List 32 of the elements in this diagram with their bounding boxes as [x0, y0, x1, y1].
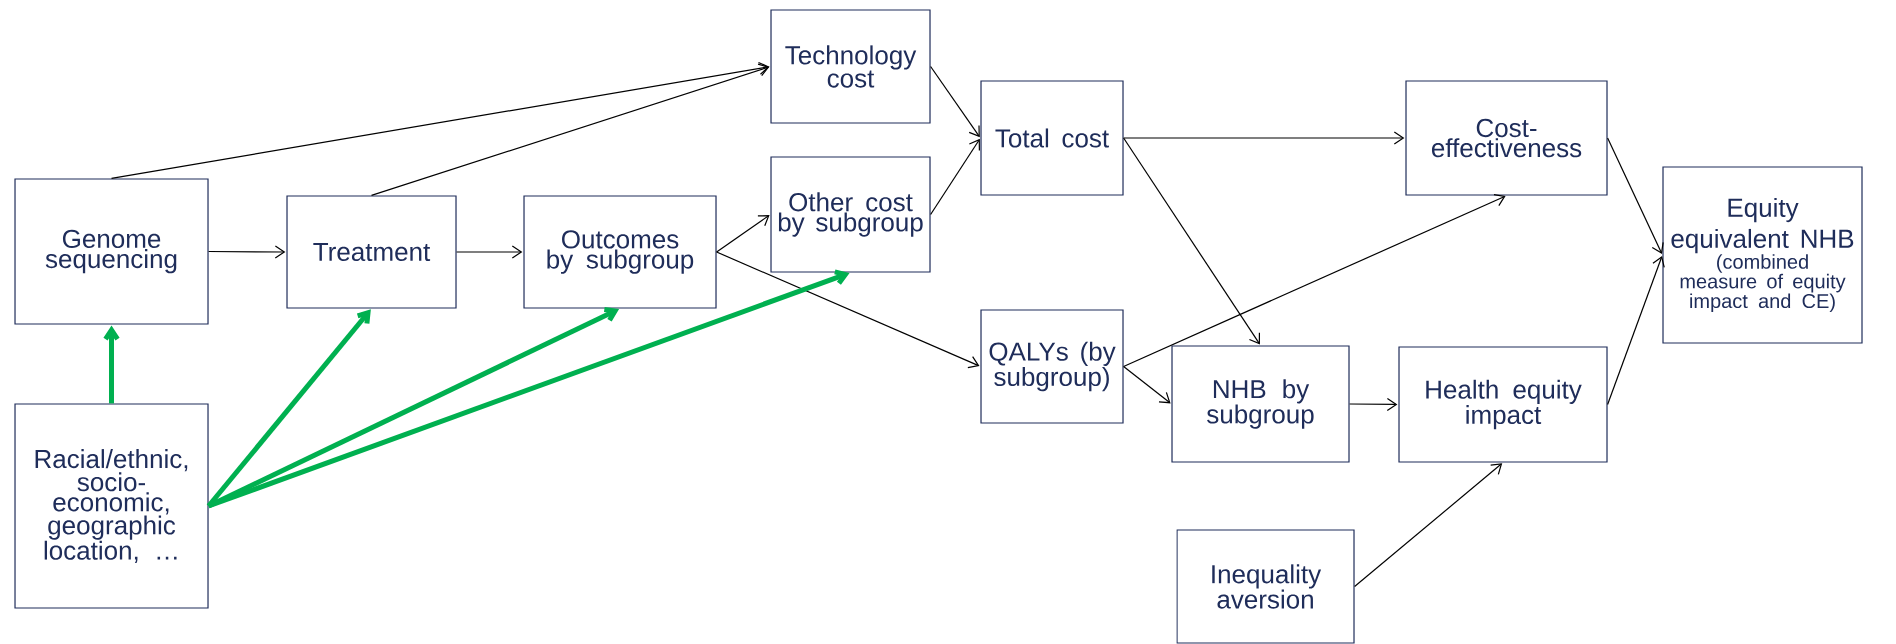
arrow [716, 251, 980, 369]
process-box: NHB by subgroup [1171, 345, 1350, 463]
arrow [208, 245, 286, 259]
process-box: Outcomes by subgroup [523, 195, 717, 309]
arrow [930, 65, 980, 138]
arrow [1123, 194, 1506, 368]
arrow [1123, 137, 1260, 345]
process-box: QALYs (by subgroup) [980, 309, 1124, 424]
process-box: Equity equivalent NHB (combined measure of equity impact and CE) [1662, 166, 1863, 344]
arrow [1607, 255, 1665, 406]
process-box: Treatment [286, 195, 457, 309]
arrow [1607, 137, 1664, 255]
process-box: Racial/ethnic, socio-economic, geographic location, … [14, 403, 209, 609]
process-box: Technology cost [770, 9, 931, 124]
process-box: Genome sequencing [14, 178, 209, 325]
arrow [716, 215, 770, 253]
arrow [1349, 397, 1398, 411]
process-box: Health equity impact [1398, 346, 1608, 463]
arrow [110, 61, 770, 179]
arrow [370, 63, 770, 196]
process-box: Total cost [980, 80, 1124, 196]
arrow [456, 245, 523, 259]
process-box: Cost-effectiveness [1405, 80, 1608, 196]
arrow [1354, 463, 1503, 588]
arrow [206, 309, 371, 508]
arrow [1123, 365, 1171, 404]
arrow [207, 269, 850, 509]
arrow [1123, 131, 1405, 145]
arrow [930, 138, 980, 216]
process-box: Other cost by subgroup [770, 156, 931, 273]
process-box: Inequality aversion [1176, 529, 1355, 644]
arrow [103, 325, 120, 404]
